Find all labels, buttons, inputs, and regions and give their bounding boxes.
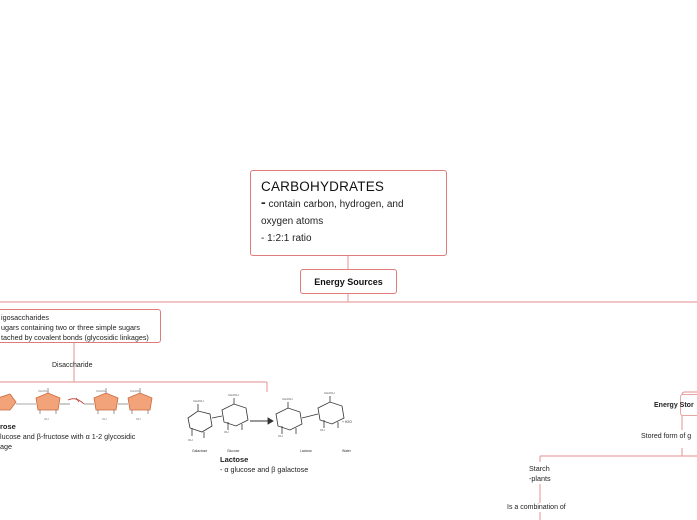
lactose-title: Lactose xyxy=(220,455,249,464)
svg-text:OH: OH xyxy=(278,434,283,438)
water-label: Water xyxy=(342,449,352,453)
lactose-node[interactable]: Lactose - α glucose and β galactose xyxy=(220,455,308,475)
glucose-label: Glucose xyxy=(227,449,240,453)
disaccharide-node[interactable]: Disaccharide xyxy=(52,362,93,369)
oligosaccharides-node[interactable]: igosaccharides ugars containing two or t… xyxy=(0,309,161,343)
svg-text:CH2OH: CH2OH xyxy=(130,389,141,393)
svg-text:CH2OH: CH2OH xyxy=(96,389,107,393)
main-topic-line3: - 1:2:1 ratio xyxy=(261,233,312,244)
starch-line1: Starch xyxy=(529,464,550,473)
svg-text:CH2OH: CH2OH xyxy=(193,399,204,403)
starch-line2: -plants xyxy=(529,474,551,483)
main-topic-node[interactable]: CARBOHYDRATES - contain carbon, hydrogen… xyxy=(250,170,447,256)
sucrose-line1: lucose and β-fructose with α 1-2 glycosi… xyxy=(0,432,136,441)
lactose-line1: - α glucose and β galactose xyxy=(220,465,309,474)
energy-stored-node[interactable] xyxy=(680,394,697,416)
oligosaccharides-line2: ugars containing two or three simple sug… xyxy=(1,323,141,332)
lactose-label: Lactose xyxy=(300,449,312,453)
svg-text:OH: OH xyxy=(102,417,107,421)
oligosaccharides-line3: tached by covalent bonds (glycosidic lin… xyxy=(1,333,149,342)
water-formula: + H2O xyxy=(342,420,352,424)
svg-text:CH2OH: CH2OH xyxy=(324,391,335,395)
sucrose-line2: age xyxy=(0,442,12,451)
svg-text:OH: OH xyxy=(44,417,49,421)
sucrose-node[interactable]: rose lucose and β-fructose with α 1-2 gl… xyxy=(0,422,135,452)
svg-text:CH2OH: CH2OH xyxy=(38,389,49,393)
starch-node[interactable]: Starch -plants xyxy=(529,464,551,484)
sucrose-structure-image: CH2OH CH2OH CH2OH OH OH OH xyxy=(0,388,153,421)
energy-stored-label: Energy Stor xyxy=(654,402,694,409)
svg-text:OH: OH xyxy=(188,438,193,442)
lactose-structure-image: CH2OH CH2OH CH2OH CH2OH OH OH OH OH Gala… xyxy=(187,391,352,453)
main-topic-line1: - contain carbon, hydrogen, and xyxy=(261,194,436,213)
main-topic-title: CARBOHYDRATES xyxy=(261,179,385,194)
main-topic-line2: oxygen atoms xyxy=(261,216,324,227)
combination-node[interactable]: Is a combination of xyxy=(507,504,566,511)
stored-form-node[interactable]: Stored form of g xyxy=(641,433,692,440)
svg-text:OH: OH xyxy=(320,428,325,432)
svg-text:OH: OH xyxy=(224,430,229,434)
connector-lines xyxy=(0,256,697,520)
svg-text:CH2OH: CH2OH xyxy=(282,397,293,401)
galactose-label: Galactose xyxy=(192,449,207,453)
sucrose-title: rose xyxy=(0,422,16,431)
energy-sources-label: Energy Sources xyxy=(314,276,383,287)
main-topic-dash: - xyxy=(261,194,266,210)
energy-sources-node[interactable]: Energy Sources xyxy=(300,269,397,294)
oligosaccharides-line1: igosaccharides xyxy=(1,313,49,322)
svg-text:CH2OH: CH2OH xyxy=(228,393,239,397)
svg-text:OH: OH xyxy=(136,417,141,421)
main-topic-line1-text: contain carbon, hydrogen, and xyxy=(268,199,404,210)
